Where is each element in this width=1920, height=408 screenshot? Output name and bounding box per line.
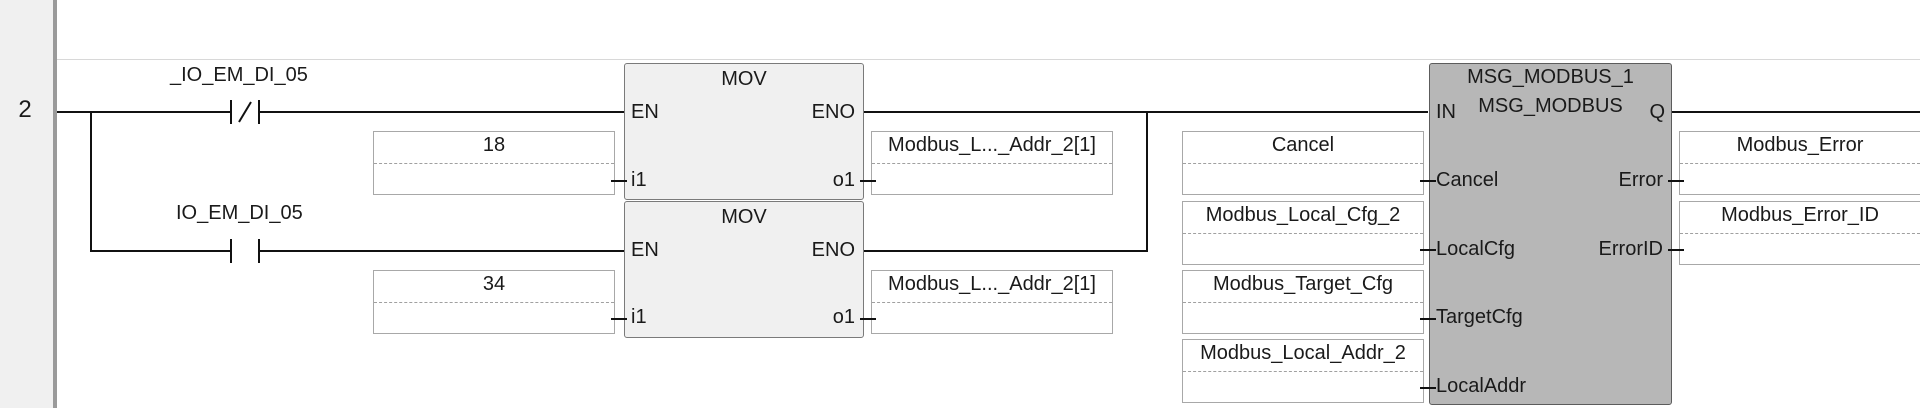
mov-block-2-pin-en: EN	[631, 239, 659, 261]
wire-eno-join-vertical	[1146, 111, 1148, 252]
msg-input-localcfg-var[interactable]: Modbus_Local_Cfg_2	[1182, 201, 1424, 265]
mov-block-2-pin-i1: i1	[631, 306, 647, 328]
msg-input-targetcfg-var[interactable]: Modbus_Target_Cfg	[1182, 270, 1424, 334]
msg-modbus-type-name: MSG_MODBUS	[1478, 95, 1623, 117]
msg-modbus-pin-errorid: ErrorID	[1598, 238, 1663, 260]
wire-top-to-contact1	[90, 111, 230, 113]
msg-output-errorid-value: Modbus_Error_ID	[1721, 204, 1879, 226]
mov-block-2-pin-o1: o1	[832, 306, 855, 328]
msg-input-localaddr-value: Modbus_Local_Addr_2	[1200, 342, 1406, 364]
mov-block-1-input-var[interactable]: 18	[373, 131, 615, 195]
wire-branch-vertical	[90, 111, 92, 252]
mov-block-1-o1-stub	[860, 180, 876, 182]
mov-block-1-title: MOV	[721, 68, 767, 90]
wire-contact1-to-mov1	[260, 111, 624, 113]
mov-block-2-input-value: 34	[482, 273, 506, 295]
msg-output-errorid-var[interactable]: Modbus_Error_ID	[1679, 201, 1920, 265]
rung-number[interactable]: 2	[18, 96, 32, 123]
msg-output-errorid-stub	[1668, 249, 1684, 251]
mov-block-2-pin-eno: ENO	[811, 239, 855, 261]
msg-input-localcfg-value: Modbus_Local_Cfg_2	[1205, 204, 1401, 226]
msg-modbus-block[interactable]: MSG_MODBUS_1 MSG_MODBUS IN Q Cancel Loca…	[1429, 63, 1672, 405]
mov-block-2-i1-stub	[611, 318, 627, 320]
wire-mov2-eno	[858, 250, 1148, 252]
msg-input-cancel-stub	[1420, 180, 1436, 182]
left-power-rail	[53, 0, 57, 408]
mov-block-2-o1-stub	[860, 318, 876, 320]
mov-block-2-input-var[interactable]: 34	[373, 270, 615, 334]
wire-contact2-to-mov2	[260, 250, 624, 252]
mov-block-1-pin-eno: ENO	[811, 101, 855, 123]
mov-block-1-pin-o1: o1	[832, 169, 855, 191]
msg-modbus-pin-localcfg: LocalCfg	[1436, 238, 1515, 260]
wire-mov1-eno	[858, 111, 1428, 113]
normally-closed-contact-icon[interactable]	[228, 98, 262, 126]
contact-2-variable-label[interactable]: IO_EM_DI_05	[176, 202, 303, 224]
wire-msg-q-out	[1670, 111, 1920, 113]
msg-input-localaddr-var[interactable]: Modbus_Local_Addr_2	[1182, 339, 1424, 403]
msg-modbus-pin-targetcfg: TargetCfg	[1436, 306, 1523, 328]
msg-output-error-stub	[1668, 180, 1684, 182]
msg-input-targetcfg-value: Modbus_Target_Cfg	[1212, 273, 1394, 295]
normally-open-contact-icon[interactable]	[228, 237, 262, 265]
contact-1-variable-label[interactable]: _IO_EM_DI_05	[170, 64, 308, 86]
mov-block-1-pin-en: EN	[631, 101, 659, 123]
msg-modbus-pin-localaddr: LocalAddr	[1436, 375, 1527, 397]
msg-modbus-pin-error: Error	[1618, 169, 1663, 191]
msg-output-error-var[interactable]: Modbus_Error	[1679, 131, 1920, 195]
msg-modbus-pin-q: Q	[1649, 101, 1665, 123]
rung-number-gutter	[0, 0, 57, 408]
msg-input-targetcfg-stub	[1420, 318, 1436, 320]
mov-block-1[interactable]: MOV EN ENO i1 o1	[624, 63, 864, 200]
msg-modbus-instance-name: MSG_MODBUS_1	[1467, 66, 1634, 88]
mov-block-2-output-var[interactable]: Modbus_L..._Addr_2[1]	[871, 270, 1113, 334]
msg-input-localaddr-stub	[1420, 387, 1436, 389]
wire-bottom-to-contact2	[90, 250, 230, 252]
msg-modbus-pin-cancel: Cancel	[1436, 169, 1499, 191]
mov-block-1-output-var[interactable]: Modbus_L..._Addr_2[1]	[871, 131, 1113, 195]
mov-block-2-output-value: Modbus_L..._Addr_2[1]	[888, 273, 1096, 295]
wire-rail-to-branch	[57, 111, 93, 113]
msg-input-cancel-value: Cancel	[1271, 134, 1335, 156]
rung-divider	[57, 59, 1920, 60]
mov-block-1-output-value: Modbus_L..._Addr_2[1]	[888, 134, 1096, 156]
msg-output-error-value: Modbus_Error	[1736, 134, 1864, 156]
msg-modbus-pin-in: IN	[1436, 101, 1456, 123]
msg-input-cancel-var[interactable]: Cancel	[1182, 131, 1424, 195]
mov-block-2[interactable]: MOV EN ENO i1 o1	[624, 201, 864, 338]
mov-block-1-input-value: 18	[482, 134, 506, 156]
mov-block-1-pin-i1: i1	[631, 169, 647, 191]
mov-block-2-title: MOV	[721, 206, 767, 228]
mov-block-1-i1-stub	[611, 180, 627, 182]
msg-input-localcfg-stub	[1420, 249, 1436, 251]
